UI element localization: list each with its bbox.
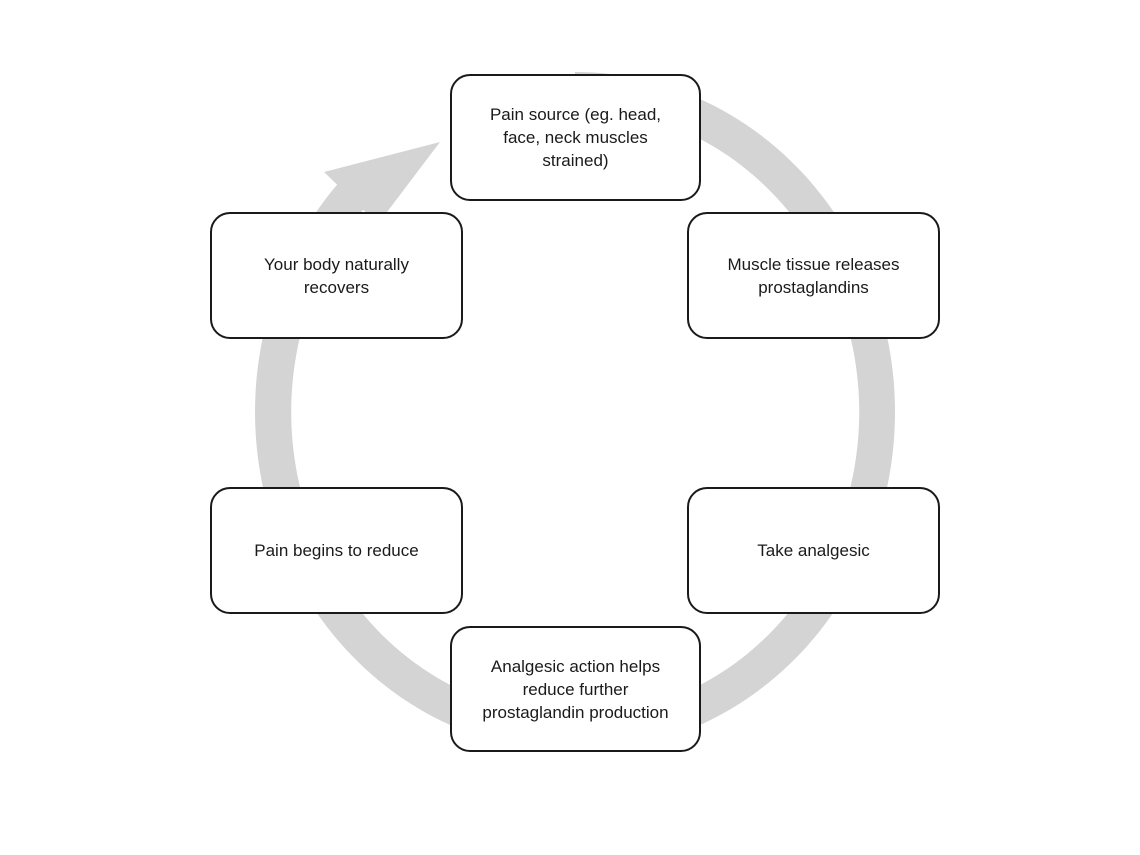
cycle-arrowhead bbox=[324, 142, 440, 224]
node-analgesic-action-label: Analgesic action helps reduce further pr… bbox=[482, 656, 669, 722]
node-take-analgesic-label: Take analgesic bbox=[757, 541, 870, 560]
node-pain-source: Pain source (eg. head, face, neck muscle… bbox=[450, 74, 701, 201]
node-pain-source-label: Pain source (eg. head, face, neck muscle… bbox=[489, 105, 662, 170]
node-prostaglandin-release-label: Muscle tissue releases prostaglandins bbox=[727, 254, 900, 297]
node-body-recovers-label: Your body naturally recovers bbox=[264, 254, 409, 297]
node-analgesic-action: Analgesic action helps reduce further pr… bbox=[450, 626, 701, 752]
node-pain-reduces-label: Pain begins to reduce bbox=[254, 541, 419, 560]
node-prostaglandin-release: Muscle tissue releases prostaglandins bbox=[687, 212, 940, 339]
node-take-analgesic: Take analgesic bbox=[687, 487, 940, 614]
node-body-recovers: Your body naturally recovers bbox=[210, 212, 463, 339]
node-pain-reduces: Pain begins to reduce bbox=[210, 487, 463, 614]
